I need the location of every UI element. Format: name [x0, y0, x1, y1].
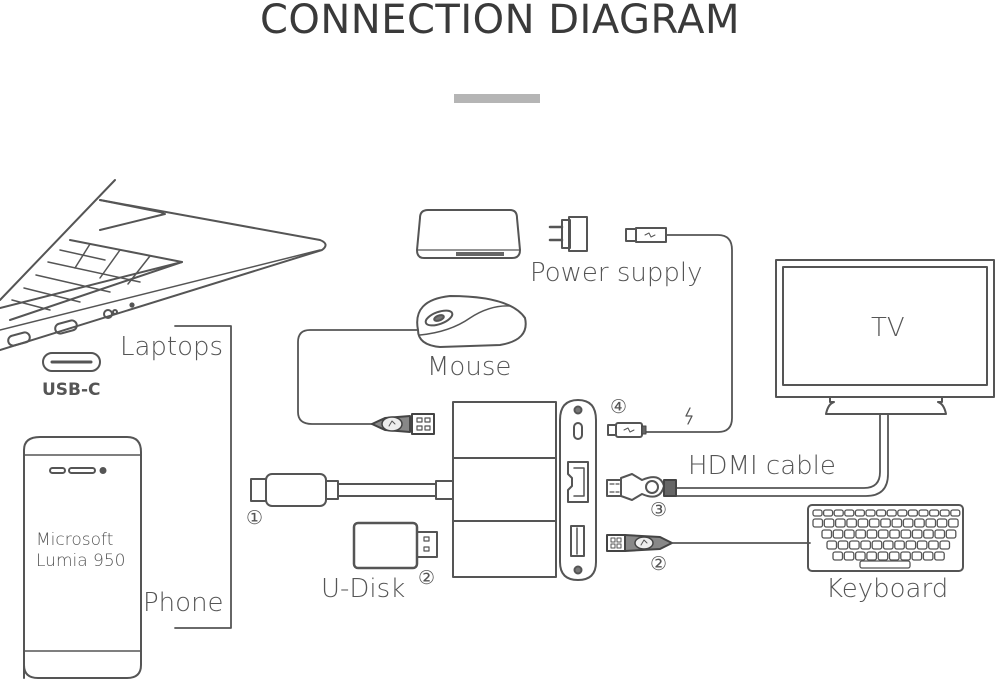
keyboard-key — [843, 529, 855, 539]
keyboard-key — [875, 509, 887, 517]
keyboard-key — [832, 529, 844, 539]
marker-usb-c-input: ① — [246, 507, 264, 529]
keyboard-key — [950, 509, 961, 517]
keyboard-key — [889, 529, 900, 539]
keyboard-key — [916, 540, 928, 550]
keyboard-key — [823, 518, 835, 528]
keyboard-label: Keyboard — [826, 574, 949, 604]
keyboard-key — [925, 518, 937, 528]
keyboard-key — [843, 551, 855, 561]
page-title: CONNECTION DIAGRAM — [259, 0, 741, 43]
keyboard-key — [888, 551, 900, 561]
keyboard-key — [923, 529, 934, 539]
laptop-icon — [0, 179, 327, 372]
keyboard-key — [834, 518, 846, 528]
usb-c-label: USB-C — [42, 380, 101, 400]
udisk-icon — [352, 521, 438, 570]
marker-power-port: ④ — [610, 396, 628, 418]
keyboard-key — [891, 518, 903, 528]
keyboard-key — [936, 518, 948, 528]
keyboard-key — [900, 551, 911, 561]
keyboard-key — [826, 540, 838, 550]
hdmi-plug — [606, 473, 677, 501]
mouse-label: Mouse — [427, 352, 512, 382]
usb-c-cable — [250, 473, 454, 507]
keyboard-key — [871, 540, 883, 550]
keyboard-key — [911, 551, 923, 561]
keyboard-key — [812, 518, 824, 528]
keyboard-key — [877, 529, 889, 539]
phone-label: Phone — [143, 588, 224, 618]
keyboard-key — [902, 518, 914, 528]
keyboard-key — [882, 540, 894, 550]
keyboard-key — [897, 509, 908, 517]
device-bracket — [174, 325, 232, 629]
phone-icon — [23, 436, 142, 679]
keyboard-key — [934, 551, 945, 561]
keyboard-key — [939, 540, 951, 550]
hdmi-cable-label: HDMI cable — [688, 451, 836, 481]
title-underline — [454, 94, 540, 103]
phone-brand: Microsoft — [36, 530, 114, 550]
tv-box-icon — [416, 209, 521, 259]
marker-keyboard-port: ② — [650, 553, 668, 575]
keyboard-key — [934, 529, 946, 539]
keyboard-key — [865, 509, 876, 517]
keyboard-key — [812, 509, 823, 517]
keyboard-key — [922, 551, 934, 561]
keyboard-key — [833, 509, 844, 517]
keyboard-key — [928, 509, 940, 517]
keyboard-key — [911, 529, 923, 539]
keyboard-icon — [807, 504, 964, 572]
keyboard-key — [894, 540, 905, 550]
keyboard-key — [821, 529, 833, 539]
marker-udisk-port: ② — [418, 567, 436, 589]
keyboard-key — [822, 509, 834, 517]
udisk-label: U-Disk — [321, 574, 406, 604]
keyboard-key — [877, 551, 889, 561]
power-supply-label: Power supply — [530, 258, 703, 288]
laptops-label: Laptops — [120, 332, 224, 362]
keyboard-key — [860, 540, 872, 550]
keyboard-usb-plug — [606, 534, 811, 552]
keyboard-key — [854, 509, 866, 517]
keyboard-key — [837, 540, 849, 550]
keyboard-key — [900, 529, 912, 539]
micro-usb-plug — [607, 407, 693, 438]
keyboard-key — [832, 551, 844, 561]
keyboard-key — [886, 509, 897, 517]
mouse-icon — [297, 295, 527, 425]
keyboard-key — [880, 518, 891, 528]
keyboard-key — [914, 518, 925, 528]
keyboard-spacebar — [859, 560, 911, 569]
keyboard-key — [844, 509, 855, 517]
mouse-usb-plug — [371, 413, 435, 435]
keyboard-key — [905, 540, 917, 550]
power-adapter-icon — [548, 216, 733, 433]
keyboard-key — [928, 540, 939, 550]
keyboard-key — [848, 540, 860, 550]
usb-c-hub — [452, 399, 597, 581]
phone-model: Lumia 950 — [36, 551, 126, 571]
keyboard-key — [945, 529, 957, 539]
keyboard-key — [947, 518, 959, 528]
keyboard-key — [855, 529, 867, 539]
keyboard-key — [857, 518, 869, 528]
tv-icon — [675, 259, 995, 497]
keyboard-key — [866, 551, 878, 561]
keyboard-key — [868, 518, 880, 528]
keyboard-key — [846, 518, 858, 528]
phone-screen-text: Microsoft Lumia 950 — [36, 530, 126, 572]
tv-label: TV — [871, 313, 905, 343]
keyboard-key — [854, 551, 866, 561]
keyboard-key — [918, 509, 929, 517]
keyboard-key — [866, 529, 878, 539]
keyboard-key — [939, 509, 950, 517]
keyboard-key — [907, 509, 919, 517]
marker-hdmi-port: ③ — [650, 499, 668, 521]
